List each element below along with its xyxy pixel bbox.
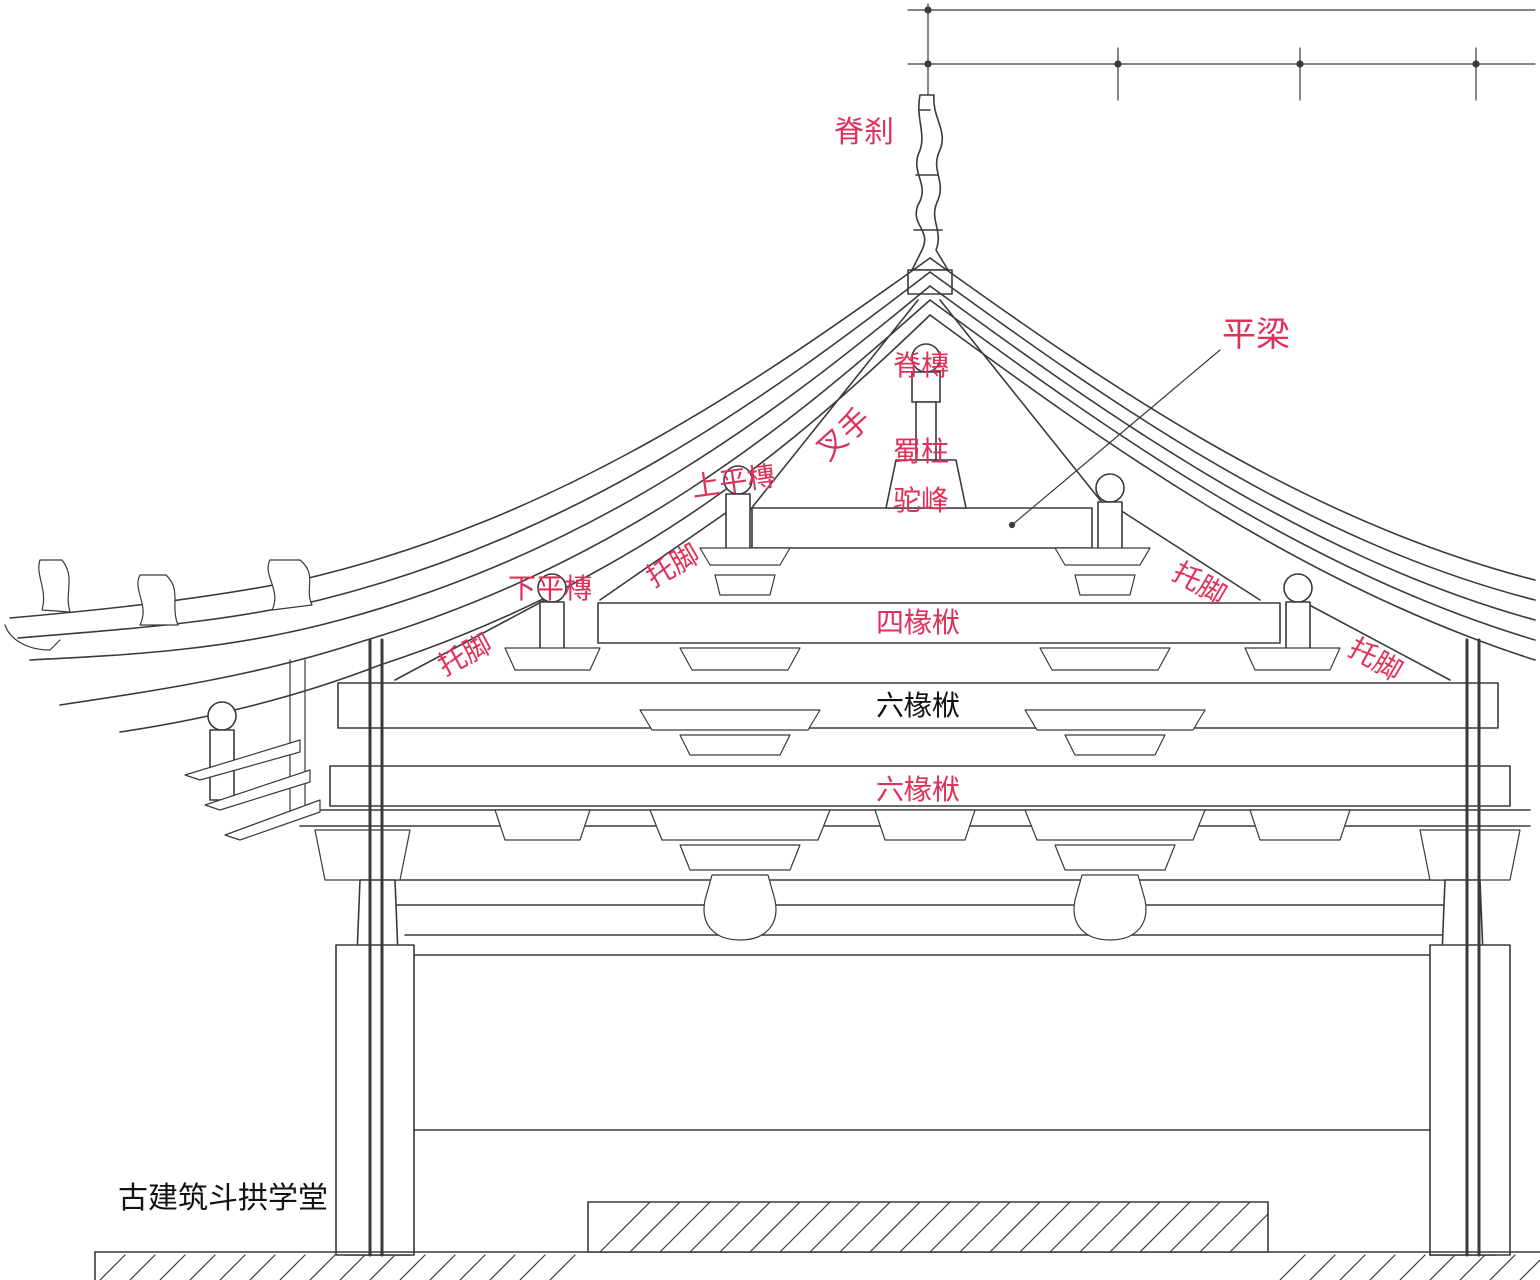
label-shuzhu: 蜀柱 [893,435,950,468]
ridge-ornament [907,94,953,295]
watermark-text: 古建筑斗拱学堂 [118,1181,328,1216]
label-pingliang: 平梁 [1222,315,1290,355]
bracket-sets [289,547,1521,941]
dimension-lines [907,3,1536,101]
label-sichuanfu: 四椽栿 [876,606,961,639]
label-jisha: 脊刹 [834,115,894,150]
hatch-platform [599,1201,1269,1253]
label-jituan: 脊槫 [893,349,950,382]
central-post [885,343,967,509]
columns [335,638,1511,1257]
inclined-braces [394,299,1451,681]
label-liuchuanfu-upper: 六椽栿 [876,689,961,722]
label-liuchuanfu-lower: 六椽栿 [876,773,961,806]
cantilever-arms [184,739,321,841]
label-tuofeng: 驼峰 [893,484,950,517]
eave-ornaments [4,559,313,651]
beams [299,507,1531,1131]
label-xiapingtuan: 下平槫 [508,572,593,605]
hatch-ground [99,1254,1540,1280]
leader-line-pingliang [1008,349,1221,529]
